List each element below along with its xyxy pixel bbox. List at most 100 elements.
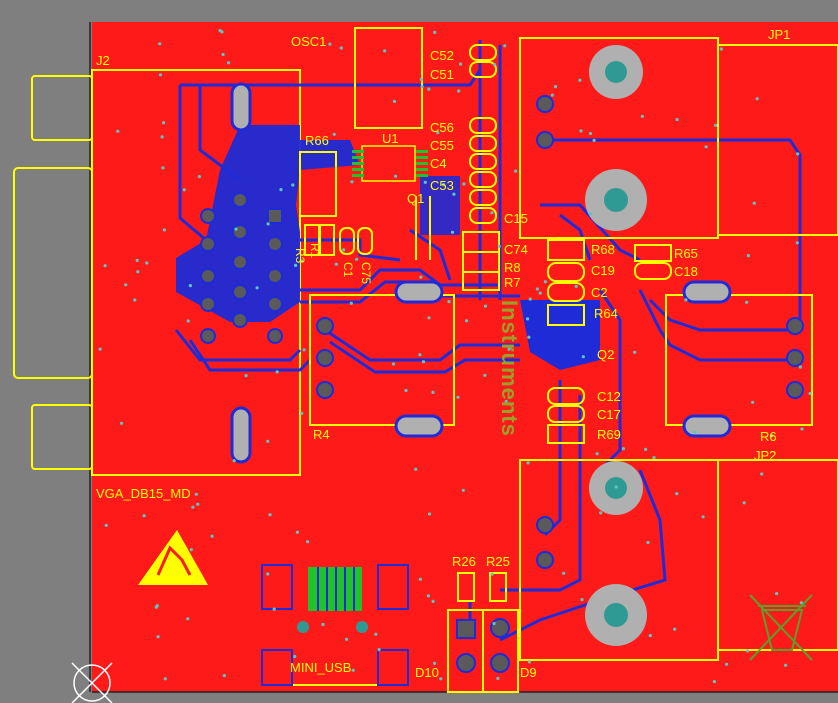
via (383, 49, 387, 53)
via (436, 131, 440, 135)
via (266, 222, 270, 226)
label-q1: Q1 (407, 191, 425, 206)
via (355, 257, 359, 261)
via (592, 138, 596, 142)
via (496, 676, 500, 681)
via (497, 244, 501, 248)
via (421, 360, 426, 364)
label-c52: C52 (430, 48, 454, 63)
via (116, 129, 120, 133)
label-r66: R66 (305, 133, 329, 148)
vias (98, 29, 812, 684)
via (538, 291, 542, 295)
via (427, 512, 432, 516)
via (186, 319, 190, 323)
via (526, 461, 530, 465)
via (295, 530, 299, 534)
label-jp2: JP2 (754, 448, 777, 463)
via (221, 52, 225, 57)
via (675, 117, 679, 122)
via (419, 77, 423, 81)
via (158, 42, 162, 46)
via (745, 300, 749, 304)
via (483, 304, 488, 308)
via (633, 350, 637, 354)
q1-outline (415, 196, 431, 260)
via (543, 280, 548, 284)
via (504, 399, 508, 404)
via (770, 434, 774, 438)
label-u1: U1 (382, 131, 399, 146)
via (452, 192, 456, 196)
via (104, 523, 108, 528)
label-c53: C53 (430, 178, 454, 193)
label-r1: R1 (308, 243, 322, 259)
via (136, 270, 140, 274)
via (450, 230, 455, 234)
label-c2: C2 (591, 285, 608, 300)
via (302, 348, 306, 352)
via (644, 447, 648, 451)
via (351, 668, 355, 672)
label-r7: R7 (504, 275, 521, 290)
via (808, 391, 812, 396)
via (119, 421, 124, 425)
via (162, 228, 166, 232)
via (755, 97, 759, 101)
via (103, 264, 107, 268)
via (553, 85, 558, 89)
board-copper-top (92, 22, 838, 692)
label-c18: C18 (674, 264, 698, 279)
via (419, 275, 423, 279)
via (798, 365, 803, 369)
via (161, 166, 165, 170)
via (272, 607, 276, 611)
via (227, 61, 231, 65)
label-r65: R65 (674, 246, 698, 261)
via (800, 427, 804, 431)
via (300, 259, 304, 263)
via (752, 201, 756, 205)
via (775, 592, 779, 596)
label-vga: VGA_DB15_MD (96, 486, 191, 501)
via (339, 46, 343, 50)
via (646, 540, 650, 545)
via (745, 649, 750, 653)
via (490, 572, 494, 576)
via (701, 515, 705, 519)
via (447, 300, 451, 304)
via (420, 84, 424, 89)
via (145, 261, 149, 265)
via (328, 42, 332, 46)
via (550, 93, 554, 97)
label-r4: R4 (313, 427, 330, 442)
via (514, 169, 518, 173)
via (714, 123, 718, 127)
via (465, 319, 469, 323)
label-c1: C1 (341, 262, 355, 278)
via (652, 456, 656, 460)
usb-holes (297, 621, 368, 633)
through-hole-pads (200, 45, 804, 673)
via (189, 548, 193, 552)
via (796, 152, 800, 156)
via (795, 241, 799, 245)
via (578, 78, 582, 82)
via (461, 488, 465, 492)
via (507, 347, 511, 351)
via (492, 62, 497, 67)
via (293, 654, 297, 659)
label-q2: Q2 (597, 347, 615, 362)
via (182, 188, 186, 192)
via (268, 513, 272, 517)
via (535, 287, 540, 291)
via (527, 660, 532, 664)
via (490, 211, 494, 215)
via (423, 180, 427, 184)
via (142, 514, 146, 518)
label-c55: C55 (430, 138, 454, 153)
via (266, 572, 270, 576)
usb-mount-pads (261, 564, 409, 686)
label-c51: C51 (430, 67, 454, 82)
